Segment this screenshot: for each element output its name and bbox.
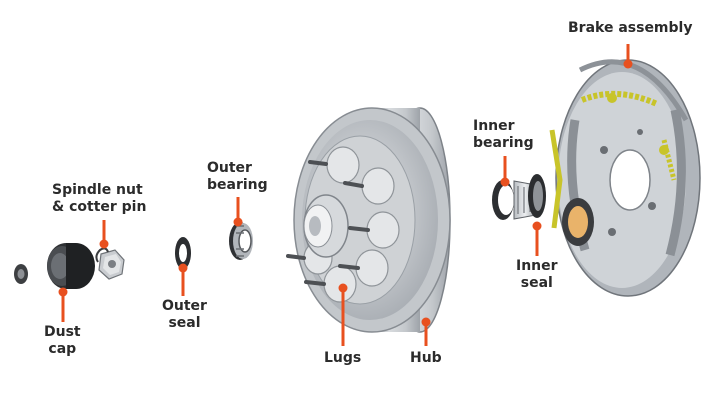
lugs-label: Lugs	[324, 350, 362, 366]
brake-assembly-part	[549, 59, 701, 297]
inner-bearing-label: Inner bearing	[473, 118, 534, 151]
leader-lines	[58, 44, 633, 346]
outer-bearing-label: Outer bearing	[207, 160, 268, 193]
outer-bearing-part	[229, 222, 253, 260]
spindle-nut-part	[95, 247, 125, 280]
spindle-nut-label: Spindle nut & cotter pin	[52, 182, 147, 215]
inner-seal-part	[528, 174, 546, 218]
brake-assembly-label: Brake assembly	[568, 20, 693, 36]
dust-cap-label: Dust cap	[44, 324, 81, 357]
small-nut-part	[14, 264, 28, 284]
outer-seal-label: Outer seal	[162, 298, 207, 331]
outer-seal-part	[175, 237, 191, 269]
hub-drum-part	[286, 107, 451, 333]
dust-cap-part	[47, 243, 95, 289]
inner-seal-label: Inner seal	[516, 258, 558, 291]
hub-label: Hub	[410, 350, 442, 366]
